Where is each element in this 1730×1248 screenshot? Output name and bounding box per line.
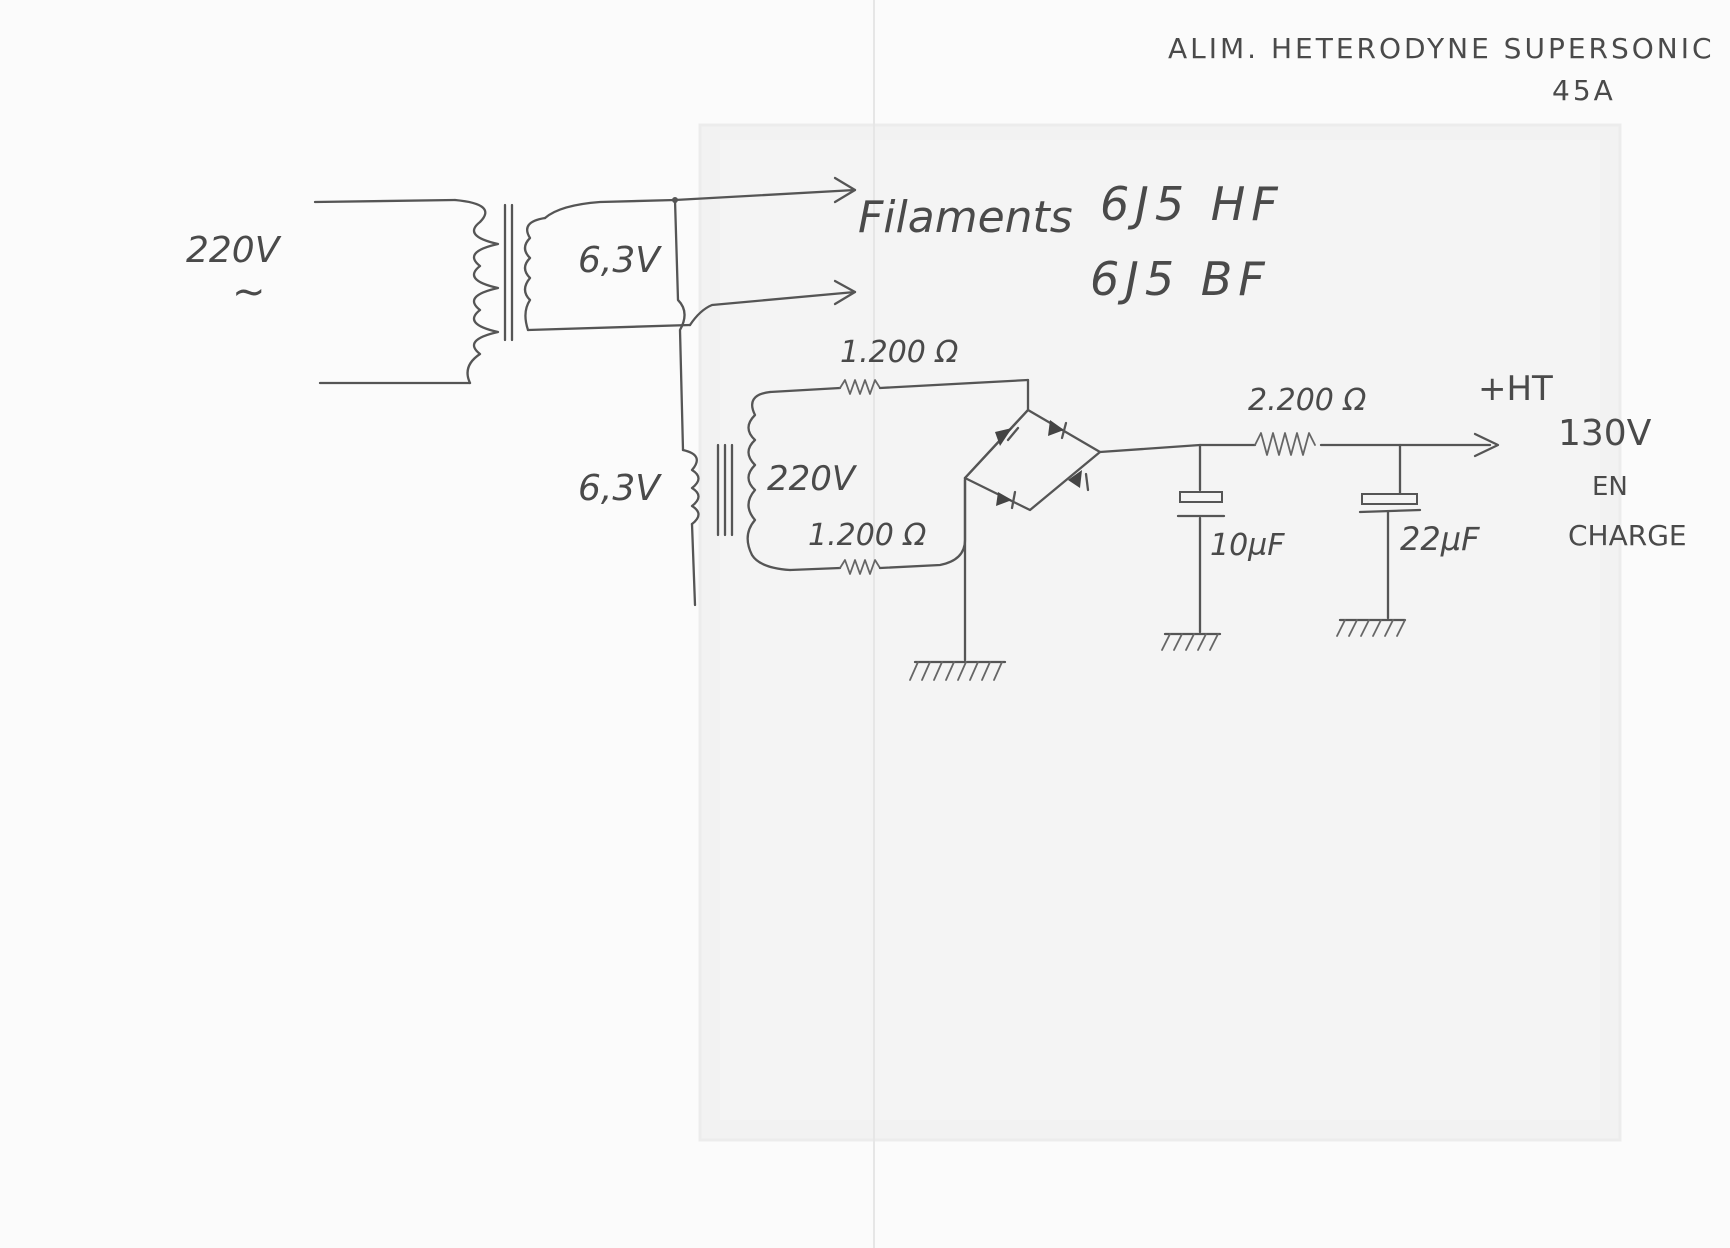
cap1-label: 10µF [1210, 528, 1285, 563]
output-plus-label: +HT [1478, 369, 1553, 409]
resistor-filter [1254, 432, 1316, 456]
resistor-top [768, 378, 1030, 395]
output-charge-label: CHARGE [1568, 519, 1687, 552]
title-line1: ALIM. HETERODYNE SUPERSONIC [1168, 32, 1715, 65]
transformer1-primary-coil [453, 198, 500, 385]
transformer2-secondary-coil [746, 390, 792, 572]
transformer1-secondary-label: 6,3V [578, 240, 662, 281]
capacitor-10uf-plate [1179, 491, 1223, 503]
tube-bf-label: 6J5 BF [1090, 252, 1271, 306]
cap2-label: 22µF [1400, 520, 1480, 558]
title-line2: 45A [1552, 74, 1616, 107]
capacitor-22uf-plate [1361, 493, 1418, 505]
ground-1 [909, 660, 1007, 681]
resistor-bottom-label: 1.200 Ω [808, 518, 926, 553]
resistor-top-label: 1.200 Ω [840, 335, 958, 370]
diode-bridge [963, 378, 1102, 662]
transformer2-primary-coil [681, 448, 700, 526]
transformer1-secondary-coil [523, 216, 547, 332]
mains-ac-symbol: ~ [232, 269, 266, 315]
diode-2 [1048, 420, 1068, 440]
output-en-label: EN [1592, 472, 1628, 502]
ghost-print [698, 0, 1622, 1248]
output-voltage-label: 130V [1558, 413, 1652, 454]
filter-network [1098, 432, 1500, 651]
mains-voltage-label: 220V [186, 230, 282, 271]
filament-outputs [672, 176, 857, 452]
resistor-filter-label: 2.200 Ω [1248, 383, 1366, 418]
filaments-label: Filaments [858, 192, 1073, 243]
diode-1 [995, 426, 1020, 446]
transformer-1 [313, 198, 692, 385]
diode-3 [996, 490, 1017, 510]
transformer2-primary-label: 6,3V [578, 468, 662, 509]
tube-hf-label: 6J5 HF [1100, 177, 1284, 231]
diode-4 [1068, 470, 1090, 492]
transformer2-secondary-label: 220V [767, 459, 858, 499]
transformer-2 [681, 390, 792, 607]
